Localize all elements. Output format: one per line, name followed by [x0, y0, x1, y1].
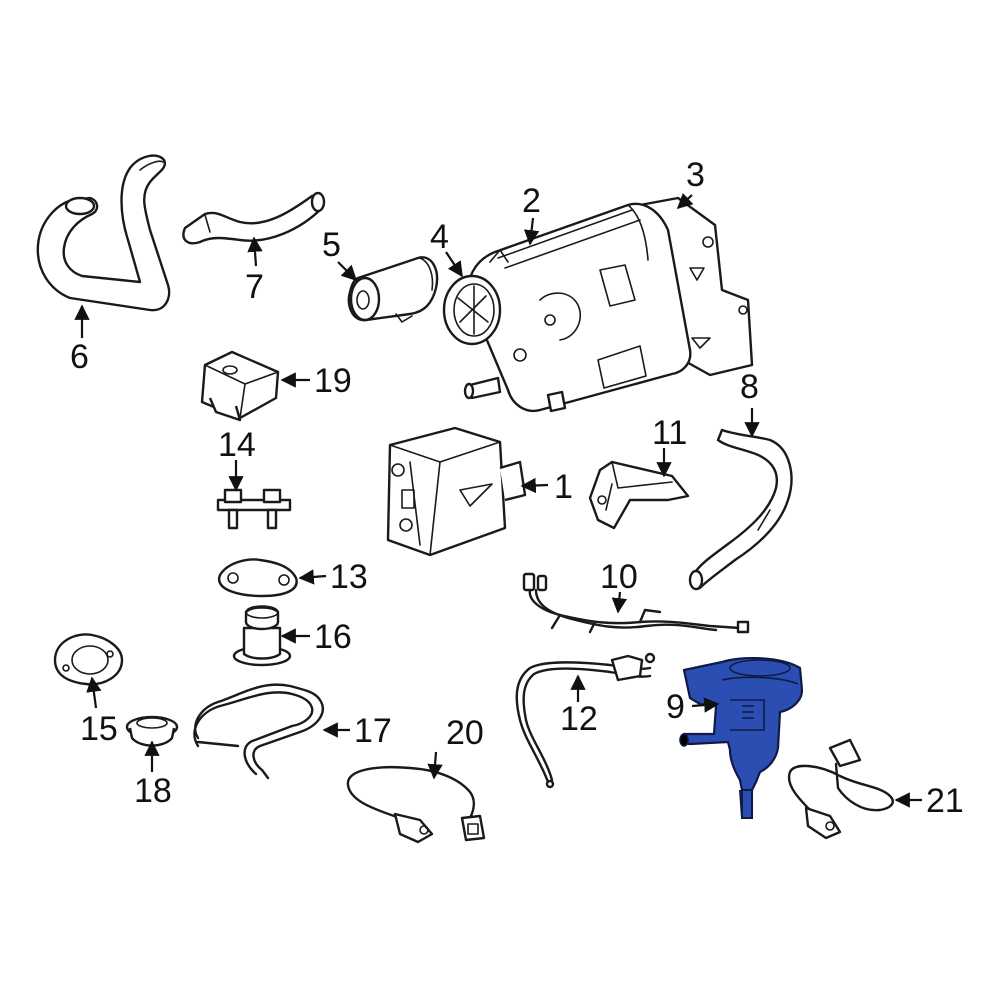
part-11-mount-bracket[interactable]: [588, 460, 690, 530]
callout-6: 6: [70, 338, 89, 376]
arrow-3: [676, 192, 694, 210]
callout-7: 7: [245, 268, 264, 306]
arrow-10: [611, 591, 628, 614]
part-7-hose[interactable]: [182, 191, 326, 245]
part-6-hose[interactable]: [36, 154, 171, 312]
part-14-studs[interactable]: [216, 488, 292, 530]
part-2-vapor-canister[interactable]: [463, 202, 692, 413]
callout-21: 21: [926, 782, 964, 820]
arrow-20: [427, 751, 443, 780]
callout-19: 19: [314, 362, 352, 400]
callout-1: 1: [554, 468, 573, 506]
callout-20: 20: [446, 714, 484, 752]
part-1-canister-bracket[interactable]: [386, 426, 527, 557]
callout-15: 15: [80, 710, 118, 748]
part-20-oxygen-sensor[interactable]: [346, 766, 486, 844]
part-13-gasket[interactable]: [217, 558, 298, 598]
part-10-wiring-harness[interactable]: [522, 572, 750, 634]
part-19-pump-module[interactable]: [200, 350, 280, 422]
part-5-vent-filter[interactable]: [347, 256, 439, 323]
part-8-purge-hose[interactable]: [688, 428, 793, 591]
arrow-9: [691, 697, 720, 713]
part-9-purge-valve[interactable]: [679, 656, 804, 819]
callout-4: 4: [430, 218, 449, 256]
callout-11: 11: [652, 414, 687, 452]
arrow-2: [523, 217, 540, 246]
part-12-vapor-line[interactable]: [515, 652, 656, 789]
arrow-4: [445, 251, 463, 278]
callout-13: 13: [330, 558, 368, 596]
part-4-canister-filter[interactable]: [442, 274, 502, 346]
callout-16: 16: [314, 618, 352, 656]
part-21-oxygen-sensor[interactable]: [787, 738, 894, 840]
callout-2: 2: [522, 182, 541, 220]
callout-12: 12: [560, 700, 598, 738]
callout-18: 18: [134, 772, 172, 810]
arrow-15: [86, 676, 102, 709]
part-18-grommet-ring[interactable]: [125, 715, 179, 747]
arrow-7: [247, 236, 263, 267]
leader-lines: [74, 192, 922, 808]
callout-17: 17: [354, 712, 392, 750]
part-16-grommet[interactable]: [232, 605, 292, 667]
part-17-tube[interactable]: [193, 683, 324, 780]
arrow-1: [520, 477, 549, 494]
callout-10: 10: [600, 558, 638, 596]
arrow-13: [298, 569, 327, 585]
callout-8: 8: [740, 368, 759, 406]
part-15-flange-gasket[interactable]: [53, 633, 124, 686]
callout-5: 5: [322, 226, 341, 264]
callout-labels: 1 2 3 4 5 6 7 8 9 10 11 12 13 14 15 16 1…: [70, 156, 964, 820]
callout-3: 3: [686, 156, 705, 194]
callout-14: 14: [218, 426, 256, 464]
arrow-5: [337, 261, 358, 282]
callout-9: 9: [666, 688, 685, 726]
